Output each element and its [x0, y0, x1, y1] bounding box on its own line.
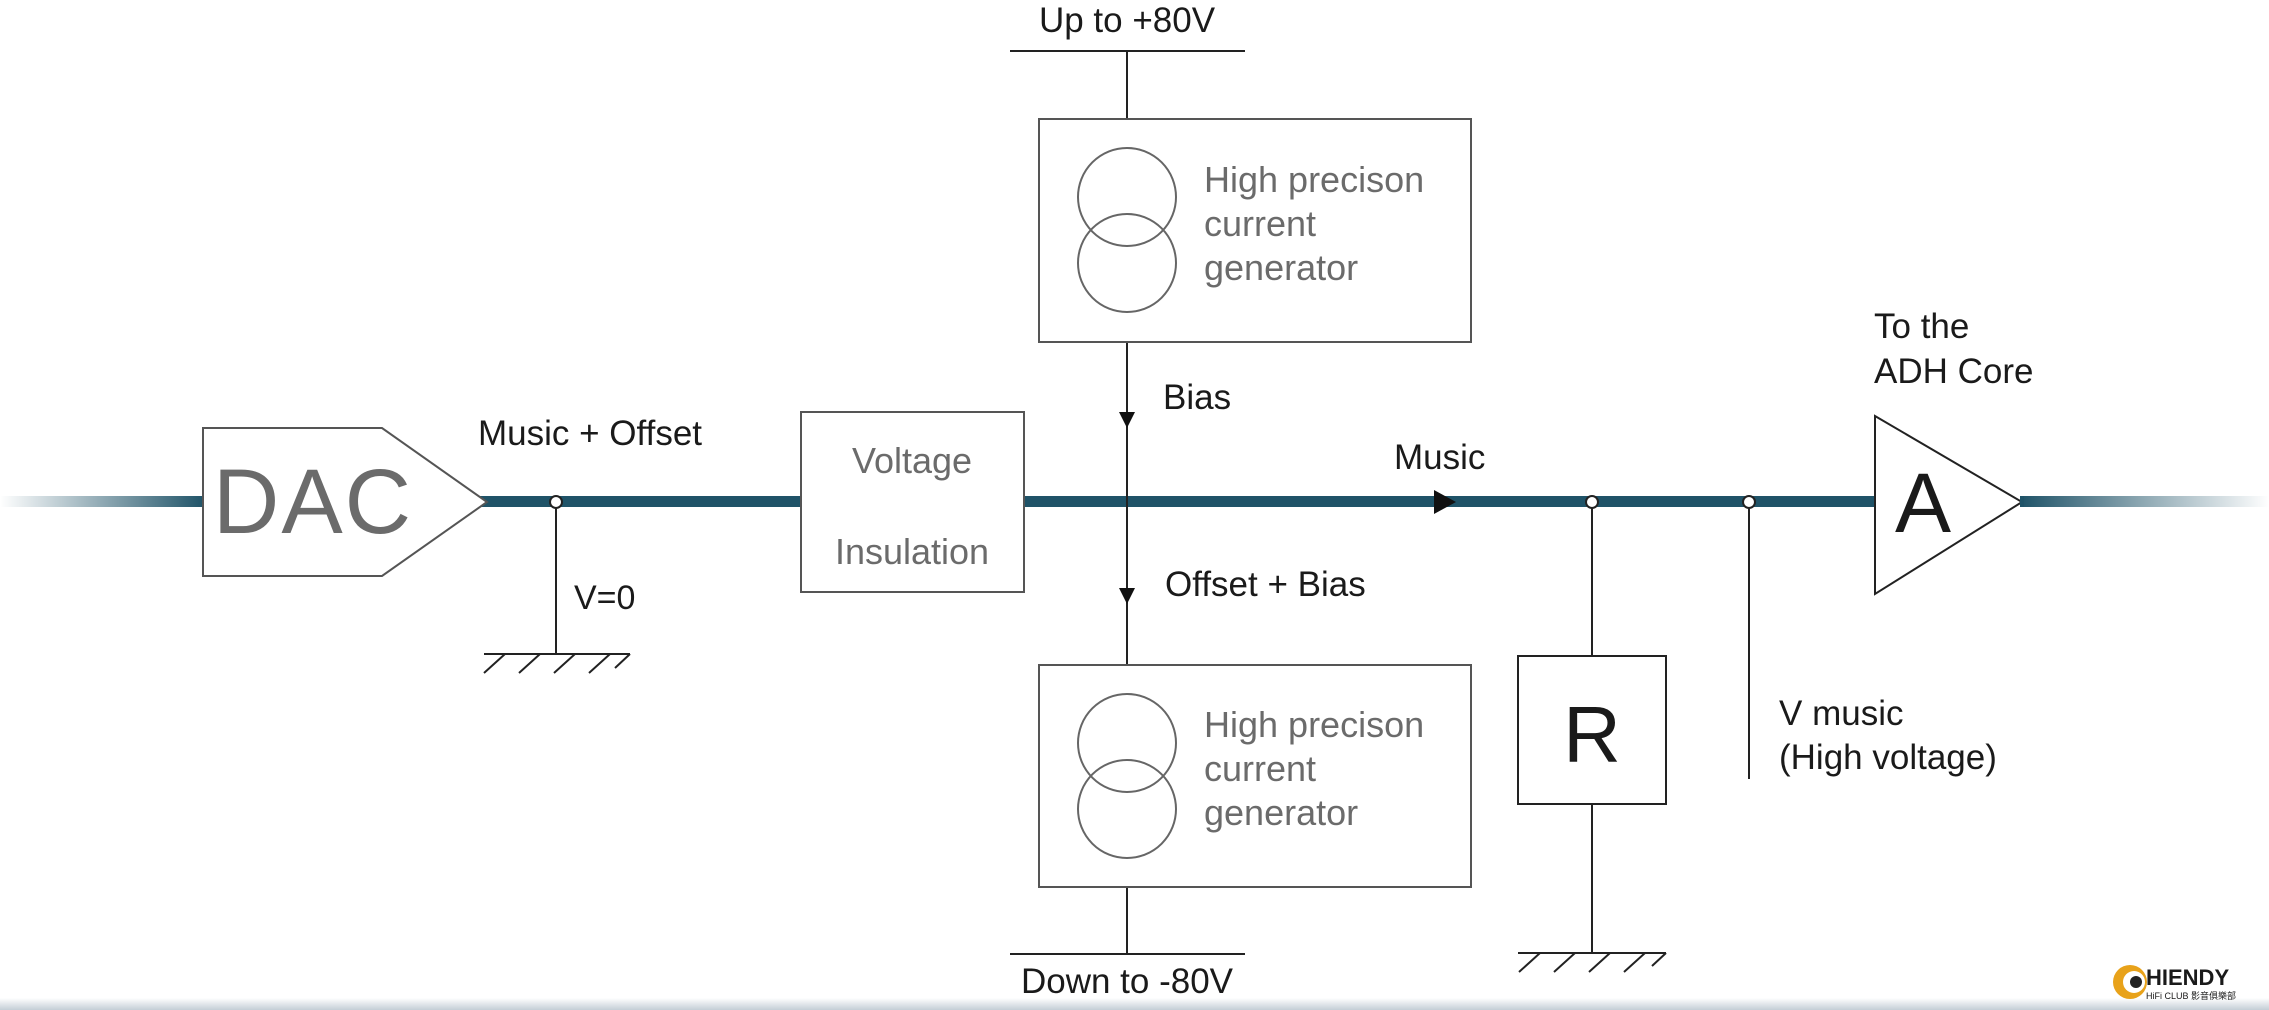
amplifier-block: A	[1874, 414, 2024, 596]
generator-bottom-line1: High precison	[1204, 704, 1424, 745]
supply-top-label: Up to +80V	[1039, 1, 1216, 40]
hiendy-watermark: HIENDY HiFi CLUB 影音俱樂部	[2113, 965, 2236, 1001]
generator-top-line2: current	[1204, 203, 1316, 244]
to-core-sub-label: ADH Core	[1874, 352, 2033, 391]
generator-bottom-line2: current	[1204, 748, 1316, 789]
amplifier-label: A	[1895, 456, 1951, 550]
generator-top-line3: generator	[1204, 247, 1358, 288]
generator-bottom-box	[1038, 664, 1472, 888]
amplifier-triangle	[1874, 414, 2024, 596]
dac-block: DAC	[202, 427, 489, 577]
junction-node-resistor	[1585, 495, 1599, 509]
v-music-probe: V music (High voltage)	[1742, 495, 1997, 779]
load-resistor: R	[1517, 495, 1667, 973]
current-source-top-icon	[1077, 147, 1177, 313]
v-music-label: V music	[1779, 694, 1903, 733]
generator-bottom-line3: generator	[1204, 792, 1358, 833]
insulation-line1: Voltage	[852, 440, 972, 481]
dac-label: DAC	[213, 451, 413, 553]
junction-node-dac	[549, 495, 563, 509]
resistor-label: R	[1563, 690, 1621, 779]
hiendy-logo-text: HIENDY	[2146, 965, 2229, 990]
offset-bias-label: Offset + Bias	[1165, 565, 1366, 604]
current-generator-top: High precison current generator	[1038, 118, 1472, 343]
bias-rail	[1010, 50, 1245, 955]
to-core-label: To the	[1874, 307, 1969, 346]
bus-input-fade	[0, 496, 205, 507]
insulation-box	[800, 411, 1025, 593]
ground-hatch-right	[1518, 952, 1667, 973]
offset-bias-arrow	[1119, 588, 1135, 604]
ground-reference-left: V=0	[483, 495, 635, 674]
footer-strip	[0, 998, 2269, 1010]
dac-shape	[202, 427, 489, 577]
supply-bottom-label: Down to -80V	[1021, 962, 1234, 1001]
voltage-insulation-block: Voltage Insulation	[800, 411, 1025, 593]
v-zero-label: V=0	[574, 579, 635, 617]
bus-output-fade	[2020, 496, 2269, 507]
v-music-sub-label: (High voltage)	[1779, 738, 1997, 777]
music-arrow	[1434, 490, 1456, 514]
bias-arrow	[1119, 412, 1135, 428]
hiendy-logo-subtext: HiFi CLUB 影音俱樂部	[2146, 990, 2236, 1001]
current-source-bottom-icon	[1077, 693, 1177, 859]
insulation-line2: Insulation	[835, 531, 989, 572]
current-generator-bottom: High precison current generator	[1038, 664, 1472, 888]
ground-hatch-left	[483, 653, 631, 674]
bias-label: Bias	[1163, 378, 1231, 417]
generator-top-line1: High precison	[1204, 159, 1424, 200]
junction-node-probe	[1742, 495, 1756, 509]
generator-top-box	[1038, 118, 1472, 343]
music-label: Music	[1394, 438, 1485, 477]
music-offset-label: Music + Offset	[478, 414, 702, 453]
